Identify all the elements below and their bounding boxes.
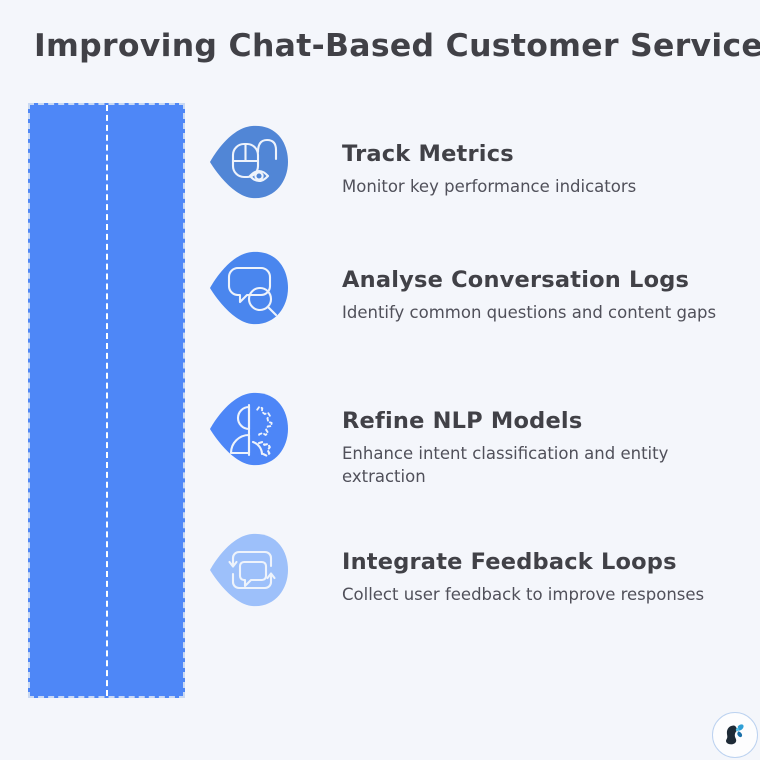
list-item: Refine NLP Models Enhance intent classif… [206, 387, 754, 489]
mouse-eye-icon [206, 120, 292, 204]
list-item-description: Collect user feedback to improve respons… [342, 584, 705, 604]
page-title: Improving Chat-Based Customer Service [34, 28, 760, 64]
chat-loop-icon [206, 528, 292, 612]
list-item: Integrate Feedback Loops Collect user fe… [206, 528, 754, 612]
butterfly-woman-logo-glyph [726, 724, 744, 745]
list-item-description: Identify common questions and content ga… [342, 302, 717, 322]
list-item-description: Enhance intent classification and entity… [342, 443, 669, 487]
list-item-heading: Refine NLP Models [342, 408, 583, 434]
list-item-text: Track Metrics Monitor key performance in… [292, 120, 636, 198]
list-item: Analyse Conversation Logs Identify commo… [206, 246, 754, 330]
butterfly-woman-logo [712, 712, 758, 758]
head-gear-icon [206, 387, 292, 471]
list-item-description: Monitor key performance indicators [342, 176, 637, 196]
chat-bubble-search-icon [206, 246, 292, 330]
list-item: Track Metrics Monitor key performance in… [206, 120, 754, 204]
left-blue-band [28, 103, 185, 698]
list-item-text: Analyse Conversation Logs Identify commo… [292, 246, 716, 324]
list-item-heading: Integrate Feedback Loops [342, 549, 677, 575]
left-band-divider [105, 105, 108, 696]
list-item-heading: Track Metrics [342, 141, 514, 167]
list-item-heading: Analyse Conversation Logs [342, 267, 690, 293]
list-item-text: Integrate Feedback Loops Collect user fe… [292, 528, 704, 606]
list-item-text: Refine NLP Models Enhance intent classif… [292, 387, 742, 489]
